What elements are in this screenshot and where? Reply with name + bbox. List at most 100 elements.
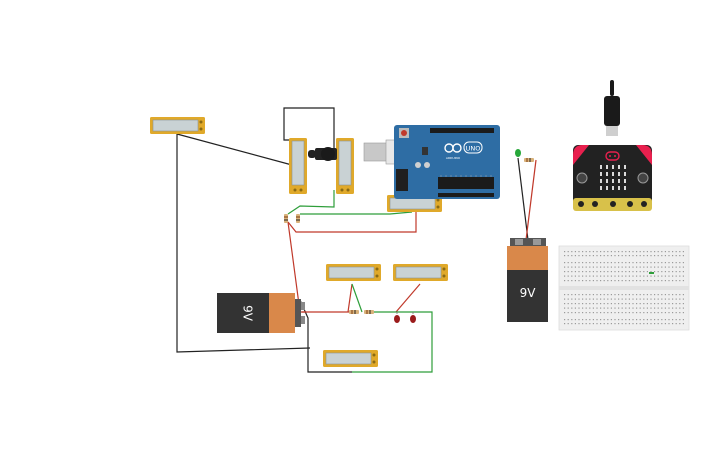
sensor-module-middle-left[interactable]: [326, 264, 381, 281]
breadboard-hole: [664, 298, 666, 300]
breadboard-hole: [679, 303, 681, 305]
wire-red-4[interactable]: [347, 283, 353, 313]
breadboard[interactable]: [558, 245, 690, 331]
breadboard-hole: [603, 323, 605, 325]
breadboard-hole: [618, 262, 620, 264]
breadboard-hole: [574, 298, 576, 300]
wire-red-5[interactable]: [395, 283, 421, 313]
breadboard-hole: [614, 251, 616, 253]
breadboard-hole: [664, 303, 666, 305]
breadboard-hole: [672, 319, 674, 321]
breadboard-hole: [672, 271, 674, 273]
breadboard-hole: [589, 323, 591, 325]
breadboard-hole: [564, 294, 566, 296]
sensor-module-middle-right[interactable]: [393, 264, 448, 281]
breadboard-hole: [679, 323, 681, 325]
breadboard-hole: [614, 271, 616, 273]
breadboard-hole: [610, 298, 612, 300]
wire-black-2[interactable]: [176, 134, 311, 353]
sensor-module-vertical-b[interactable]: [336, 138, 354, 194]
breadboard-hole: [672, 251, 674, 253]
breadboard-hole: [621, 298, 623, 300]
breadboard-hole: [636, 307, 638, 309]
microbit-button-b[interactable]: [637, 172, 649, 184]
breadboard-hole: [607, 294, 609, 296]
breadboard-hole: [628, 323, 630, 325]
potentiometer[interactable]: [308, 147, 337, 161]
breadboard-hole: [643, 262, 645, 264]
breadboard-hole: [578, 319, 580, 321]
microbit-board[interactable]: [573, 145, 652, 211]
breadboard-hole: [592, 312, 594, 314]
breadboard-hole: [661, 303, 663, 305]
breadboard-hole: [571, 262, 573, 264]
breadboard-hole: [571, 280, 573, 282]
breadboard-hole: [614, 294, 616, 296]
microbit-button-a[interactable]: [576, 172, 588, 184]
breadboard-hole: [589, 312, 591, 314]
resistor-b[interactable]: [296, 214, 300, 223]
breadboard-hole: [603, 262, 605, 264]
wire-green-3[interactable]: [351, 283, 363, 313]
breadboard-hole: [614, 298, 616, 300]
breadboard-hole: [650, 312, 652, 314]
breadboard-hole: [654, 271, 656, 273]
breadboard-hole: [661, 312, 663, 314]
resistor-d[interactable]: [364, 310, 374, 314]
breadboard-hole: [564, 255, 566, 257]
breadboard-hole: [625, 298, 627, 300]
sensor-module-bottom[interactable]: [323, 350, 378, 367]
resistor-c[interactable]: [349, 310, 359, 314]
breadboard-hole: [646, 255, 648, 257]
breadboard-hole: [682, 266, 684, 268]
breadboard-hole: [610, 255, 612, 257]
breadboard-hole: [682, 298, 684, 300]
breadboard-hole: [650, 307, 652, 309]
breadboard-hole: [618, 307, 620, 309]
breadboard-hole: [654, 266, 656, 268]
breadboard-hole: [621, 307, 623, 309]
breadboard-hole: [668, 271, 670, 273]
breadboard-hole: [675, 251, 677, 253]
breadboard-hole: [672, 312, 674, 314]
wire-red-1[interactable]: [287, 212, 417, 233]
breadboard-hole: [567, 319, 569, 321]
microbit-usb-cable[interactable]: [604, 80, 620, 136]
arduino-uno-board[interactable]: UNO ARDUINO: [363, 125, 500, 199]
wire-green-1[interactable]: [287, 190, 335, 215]
led-red-2[interactable]: [410, 312, 416, 323]
breadboard-hole: [679, 307, 681, 309]
wire-black-1[interactable]: [176, 133, 293, 166]
led-green[interactable]: [515, 149, 521, 157]
breadboard-hole: [668, 294, 670, 296]
sensor-module-top-left[interactable]: [150, 117, 205, 134]
wire-black-5[interactable]: [517, 157, 529, 241]
wire-red-6[interactable]: [525, 159, 537, 241]
resistor-a[interactable]: [284, 214, 288, 223]
breadboard-hole: [636, 294, 638, 296]
breadboard-hole: [628, 271, 630, 273]
breadboard-hole: [636, 319, 638, 321]
resistor-e[interactable]: [524, 158, 534, 162]
breadboard-hole: [596, 323, 598, 325]
wire-green-4[interactable]: [352, 311, 433, 373]
breadboard-hole: [592, 280, 594, 282]
breadboard-hole: [628, 266, 630, 268]
sensor-module-vertical-a[interactable]: [289, 138, 307, 194]
breadboard-hole: [636, 275, 638, 277]
wire-green-2[interactable]: [300, 211, 413, 215]
breadboard-hole: [574, 262, 576, 264]
breadboard-hole: [589, 319, 591, 321]
breadboard-hole: [582, 303, 584, 305]
breadboard-hole: [628, 255, 630, 257]
wire-black-3[interactable]: [283, 107, 335, 160]
breadboard-hole: [675, 266, 677, 268]
battery-9v-right[interactable]: 9V: [507, 238, 548, 322]
breadboard-hole: [603, 294, 605, 296]
breadboard-hole: [618, 271, 620, 273]
led-red-1[interactable]: [394, 312, 400, 323]
breadboard-hole: [582, 266, 584, 268]
breadboard-hole: [661, 275, 663, 277]
battery-9v-left[interactable]: 9V: [217, 293, 305, 333]
